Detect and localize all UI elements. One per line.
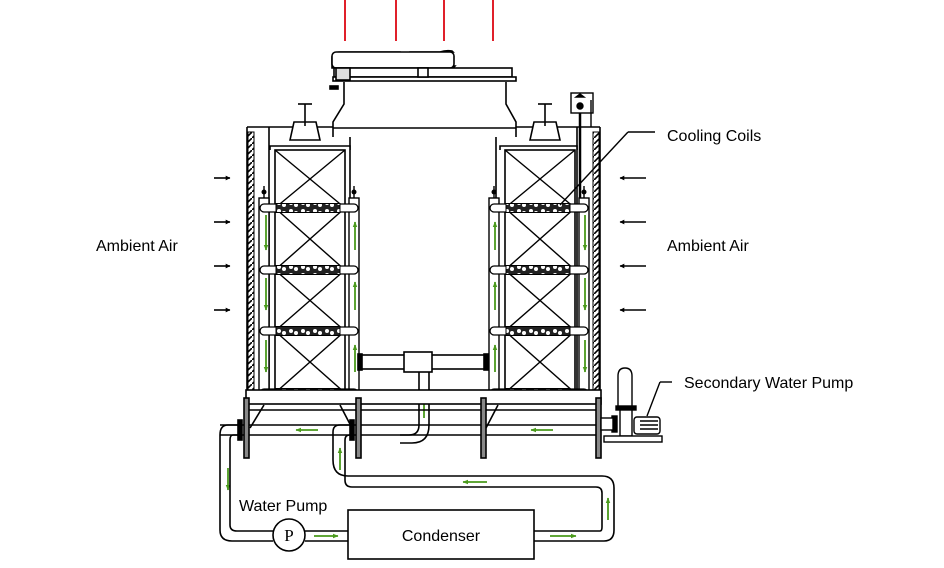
pump-circle xyxy=(272,518,306,552)
ambient-air-right-label: Ambient Air xyxy=(667,238,749,255)
cooling-coils-leader xyxy=(559,131,655,206)
brace xyxy=(274,149,346,209)
coil-bank xyxy=(505,203,571,213)
ambient-air-left-label: Ambient Air xyxy=(96,238,178,255)
brace xyxy=(274,269,346,332)
spray-caps xyxy=(269,103,578,150)
coil-bank xyxy=(275,265,341,275)
flow-arrows xyxy=(225,215,611,539)
coil-bank xyxy=(275,326,341,336)
cooling-coils-label: Cooling Coils xyxy=(667,128,761,145)
water-pump-label: Water Pump xyxy=(239,498,327,515)
basin-frame xyxy=(220,389,602,459)
brace xyxy=(504,149,576,209)
brace xyxy=(274,207,346,271)
coil-bank xyxy=(275,203,341,213)
coil-header xyxy=(578,197,590,399)
condenser: Condenser xyxy=(347,509,535,560)
secondary-water-pump-label: Secondary Water Pump xyxy=(684,375,853,392)
water-pump: P xyxy=(272,518,306,552)
external-piping xyxy=(219,424,615,542)
left-louver xyxy=(247,131,255,395)
ambient-air-arrows xyxy=(214,175,646,313)
condenser-label: Condenser xyxy=(402,528,481,545)
coil-header xyxy=(258,197,270,399)
right-louver xyxy=(592,131,600,395)
coil-bank xyxy=(505,265,571,275)
brace xyxy=(504,330,576,394)
distribution-pipe xyxy=(357,351,489,444)
brace xyxy=(504,269,576,332)
exhaust-lines xyxy=(344,0,494,41)
secondary-water-pump xyxy=(600,367,672,443)
brace xyxy=(274,330,346,394)
fan-motor-assembly xyxy=(329,49,517,129)
pump-symbol: P xyxy=(284,526,293,545)
brace xyxy=(504,207,576,271)
coil-header xyxy=(488,197,500,399)
coil-bank xyxy=(505,326,571,336)
